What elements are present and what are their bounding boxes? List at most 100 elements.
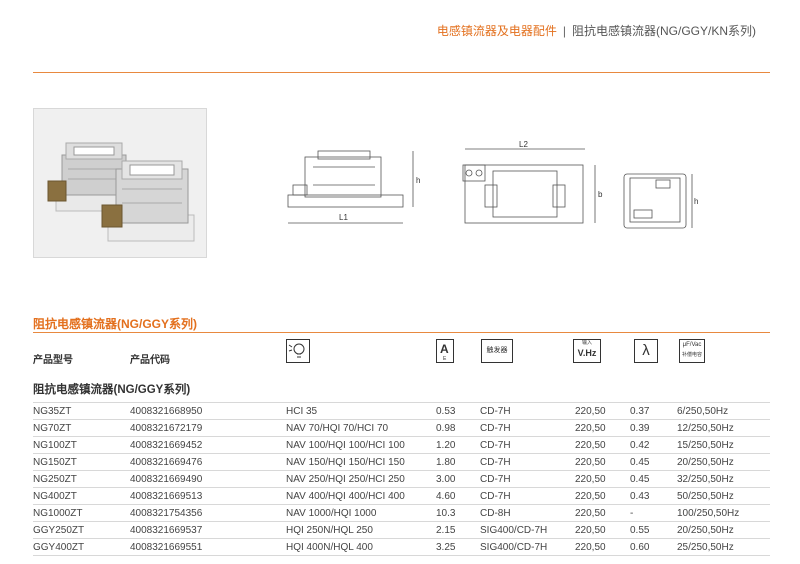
cell-voltage: 220,50 (575, 538, 630, 556)
cell-power-factor: 0.39 (630, 419, 677, 437)
cell-power-factor: 0.55 (630, 521, 677, 539)
cell-power-factor: 0.42 (630, 436, 677, 454)
product-photo (33, 108, 207, 258)
ampere-symbol: A (440, 342, 449, 356)
voltage-icon: 输入 V.Hz (573, 339, 601, 363)
cell-igniter: CD-7H (480, 402, 575, 420)
cell-capacitor: 15/250,50Hz (677, 436, 770, 454)
cell-capacitor: 50/250,50Hz (677, 487, 770, 505)
cell-code: 4008321754356 (130, 504, 286, 522)
header-separator: | (562, 24, 566, 38)
cell-power-factor: 0.45 (630, 453, 677, 471)
cell-code: 4008321669452 (130, 436, 286, 454)
capacitor-icon: μF/Vac 补偿电容 (679, 339, 705, 363)
cell-capacitor: 32/250,50Hz (677, 470, 770, 488)
cell-code: 4008321669537 (130, 521, 286, 539)
cell-voltage: 220,50 (575, 453, 630, 471)
cell-igniter: SIG400/CD-7H (480, 521, 575, 539)
section-rule (33, 332, 770, 333)
end-view-diagram: h (620, 168, 700, 243)
voltage-label: V.Hz (577, 348, 597, 358)
cell-voltage: 220,50 (575, 521, 630, 539)
cell-model: NG1000ZT (33, 504, 130, 522)
igniter-icon: 触发器 (481, 339, 513, 363)
cell-model: GGY250ZT (33, 521, 130, 539)
cell-lamp: NAV 250/HQI 250/HCI 250 (286, 470, 436, 488)
voltage-input-label: 输入 (581, 340, 592, 346)
cell-igniter: CD-8H (480, 504, 575, 522)
cell-power-factor: - (630, 504, 677, 522)
cell-lamp: HCI 35 (286, 402, 436, 420)
top-view-b-label: b (598, 190, 603, 199)
cell-code: 4008321668950 (130, 402, 286, 420)
section-title: 阻抗电感镇流器(NG/GGY系列) (33, 317, 197, 331)
cell-model: NG35ZT (33, 402, 130, 420)
cell-current: 0.53 (436, 402, 480, 420)
ampere-sub: Ε (443, 356, 447, 362)
group-title: 阻抗电感镇流器(NG/GGY系列) (33, 384, 191, 396)
cell-current: 1.80 (436, 453, 480, 471)
cell-voltage: 220,50 (575, 402, 630, 420)
capacitor-unit: μF/Vac (682, 342, 702, 348)
cell-power-factor: 0.60 (630, 538, 677, 556)
cell-power-factor: 0.37 (630, 402, 677, 420)
header-rule (33, 72, 770, 73)
side-view-h-label: h (416, 176, 420, 185)
col-header-model: 产品型号 (33, 355, 73, 366)
capacitor-caption: 补偿电容 (681, 352, 702, 358)
cell-igniter: CD-7H (480, 470, 575, 488)
cell-lamp: NAV 150/HQI 150/HCI 150 (286, 453, 436, 471)
cell-model: NG250ZT (33, 470, 130, 488)
cell-igniter: SIG400/CD-7H (480, 538, 575, 556)
cell-power-factor: 0.45 (630, 470, 677, 488)
cell-model: NG400ZT (33, 487, 130, 505)
cell-lamp: NAV 400/HQI 400/HCI 400 (286, 487, 436, 505)
cell-code: 4008321669513 (130, 487, 286, 505)
header-category: 电感镇流器及电器配件 (436, 24, 557, 38)
ballast-right-image (101, 160, 195, 242)
cell-voltage: 220,50 (575, 419, 630, 437)
cell-lamp: NAV 70/HQI 70/HCI 70 (286, 419, 436, 437)
page-header: 电感镇流器及电器配件 | 阻抗电感镇流器(NG/GGY/KN系列) (437, 22, 756, 39)
cell-voltage: 220,50 (575, 436, 630, 454)
cell-current: 0.98 (436, 419, 480, 437)
cell-lamp: HQI 250N/HQL 250 (286, 521, 436, 539)
cell-code: 4008321669476 (130, 453, 286, 471)
cell-current: 4.60 (436, 487, 480, 505)
cell-voltage: 220,50 (575, 470, 630, 488)
cell-voltage: 220,50 (575, 487, 630, 505)
side-view-diagram: h L1 (283, 145, 423, 240)
cell-voltage: 220,50 (575, 504, 630, 522)
cell-current: 3.25 (436, 538, 480, 556)
ampere-icon: A Ε (436, 339, 454, 368)
cell-code: 4008321669551 (130, 538, 286, 556)
cell-capacitor: 12/250,50Hz (677, 419, 770, 437)
side-view-l1-label: L1 (339, 213, 348, 222)
top-view-diagram: L2 b (455, 137, 605, 242)
cell-lamp: NAV 100/HQI 100/HCI 100 (286, 436, 436, 454)
cell-capacitor: 20/250,50Hz (677, 521, 770, 539)
igniter-label: 触发器 (481, 339, 513, 363)
cell-current: 10.3 (436, 504, 480, 522)
cell-model: NG150ZT (33, 453, 130, 471)
cell-lamp: HQI 400N/HQL 400 (286, 538, 436, 556)
cell-code: 4008321669490 (130, 470, 286, 488)
cell-lamp: NAV 1000/HQI 1000 (286, 504, 436, 522)
cell-model: NG100ZT (33, 436, 130, 454)
cell-capacitor: 6/250,50Hz (677, 402, 770, 420)
cell-current: 3.00 (436, 470, 480, 488)
header-subtitle: 阻抗电感镇流器(NG/GGY/KN系列) (571, 24, 756, 38)
cell-igniter: CD-7H (480, 436, 575, 454)
cell-current: 1.20 (436, 436, 480, 454)
cell-current: 2.15 (436, 521, 480, 539)
cell-power-factor: 0.43 (630, 487, 677, 505)
cell-model: GGY400ZT (33, 538, 130, 556)
